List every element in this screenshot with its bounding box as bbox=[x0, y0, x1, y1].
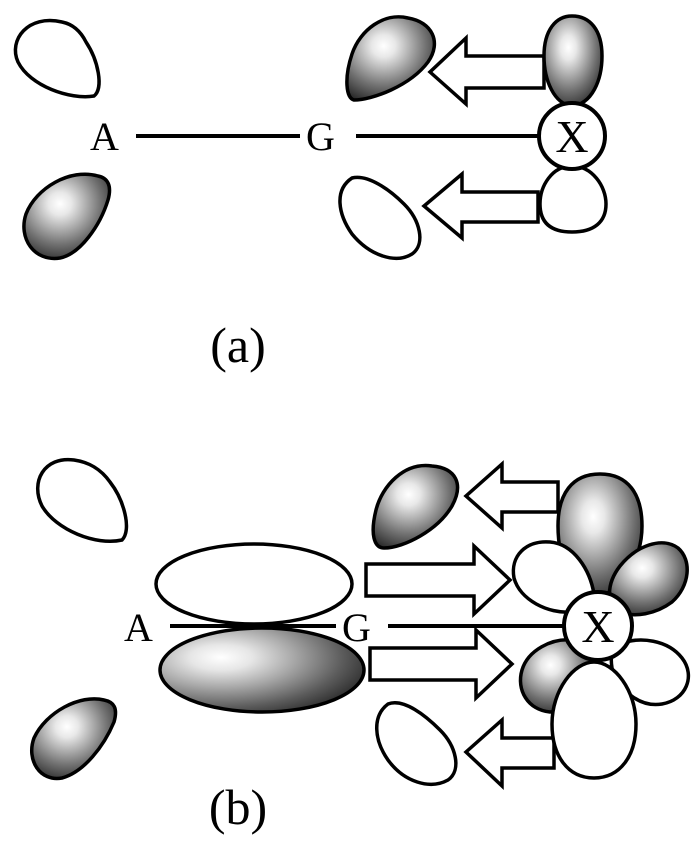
atom-label-g: G bbox=[306, 114, 335, 159]
atom-label-a: A bbox=[90, 114, 119, 159]
caption-b: (b) bbox=[209, 779, 267, 835]
panel-b: A G X (b) bbox=[30, 457, 691, 835]
lobe-a-upper bbox=[13, 18, 101, 99]
lobe-g-lower bbox=[338, 175, 422, 260]
caption-a: (a) bbox=[210, 317, 266, 373]
atom-label-g-b: G bbox=[342, 605, 371, 650]
atom-label-x: X bbox=[555, 111, 588, 162]
atom-label-x-b: X bbox=[581, 601, 614, 652]
atom-label-a-b: A bbox=[124, 605, 153, 650]
lobe-x-bottom-b bbox=[550, 660, 638, 780]
arrow-a-upper bbox=[427, 33, 546, 108]
arrow-b-lower-right bbox=[368, 625, 515, 703]
panel-a: A G X (a) bbox=[13, 14, 608, 373]
lobe-g-lower-b bbox=[375, 701, 458, 786]
pi-lobe-lower bbox=[158, 626, 366, 714]
lobe-x-lower bbox=[538, 164, 608, 234]
arrow-b-upper-left bbox=[463, 460, 560, 532]
lobe-a-lower-b bbox=[30, 697, 118, 781]
lobe-g-upper bbox=[345, 15, 437, 102]
lobe-g-upper-b bbox=[371, 463, 460, 550]
atom-x-circle-a bbox=[537, 101, 607, 171]
atom-x-circle-b bbox=[562, 590, 634, 662]
pi-lobe-upper bbox=[154, 542, 354, 626]
arrow-b-upper-right bbox=[364, 541, 513, 619]
lobe-x-upper bbox=[542, 14, 604, 108]
lobe-a-upper-b bbox=[36, 457, 129, 543]
lobe-x-lower-right-b bbox=[609, 638, 691, 707]
lobe-x-upper-right-b bbox=[607, 541, 689, 617]
lobe-a-lower bbox=[22, 172, 112, 261]
arrow-b-lower-left bbox=[463, 716, 556, 791]
arrow-a-lower bbox=[421, 170, 540, 242]
